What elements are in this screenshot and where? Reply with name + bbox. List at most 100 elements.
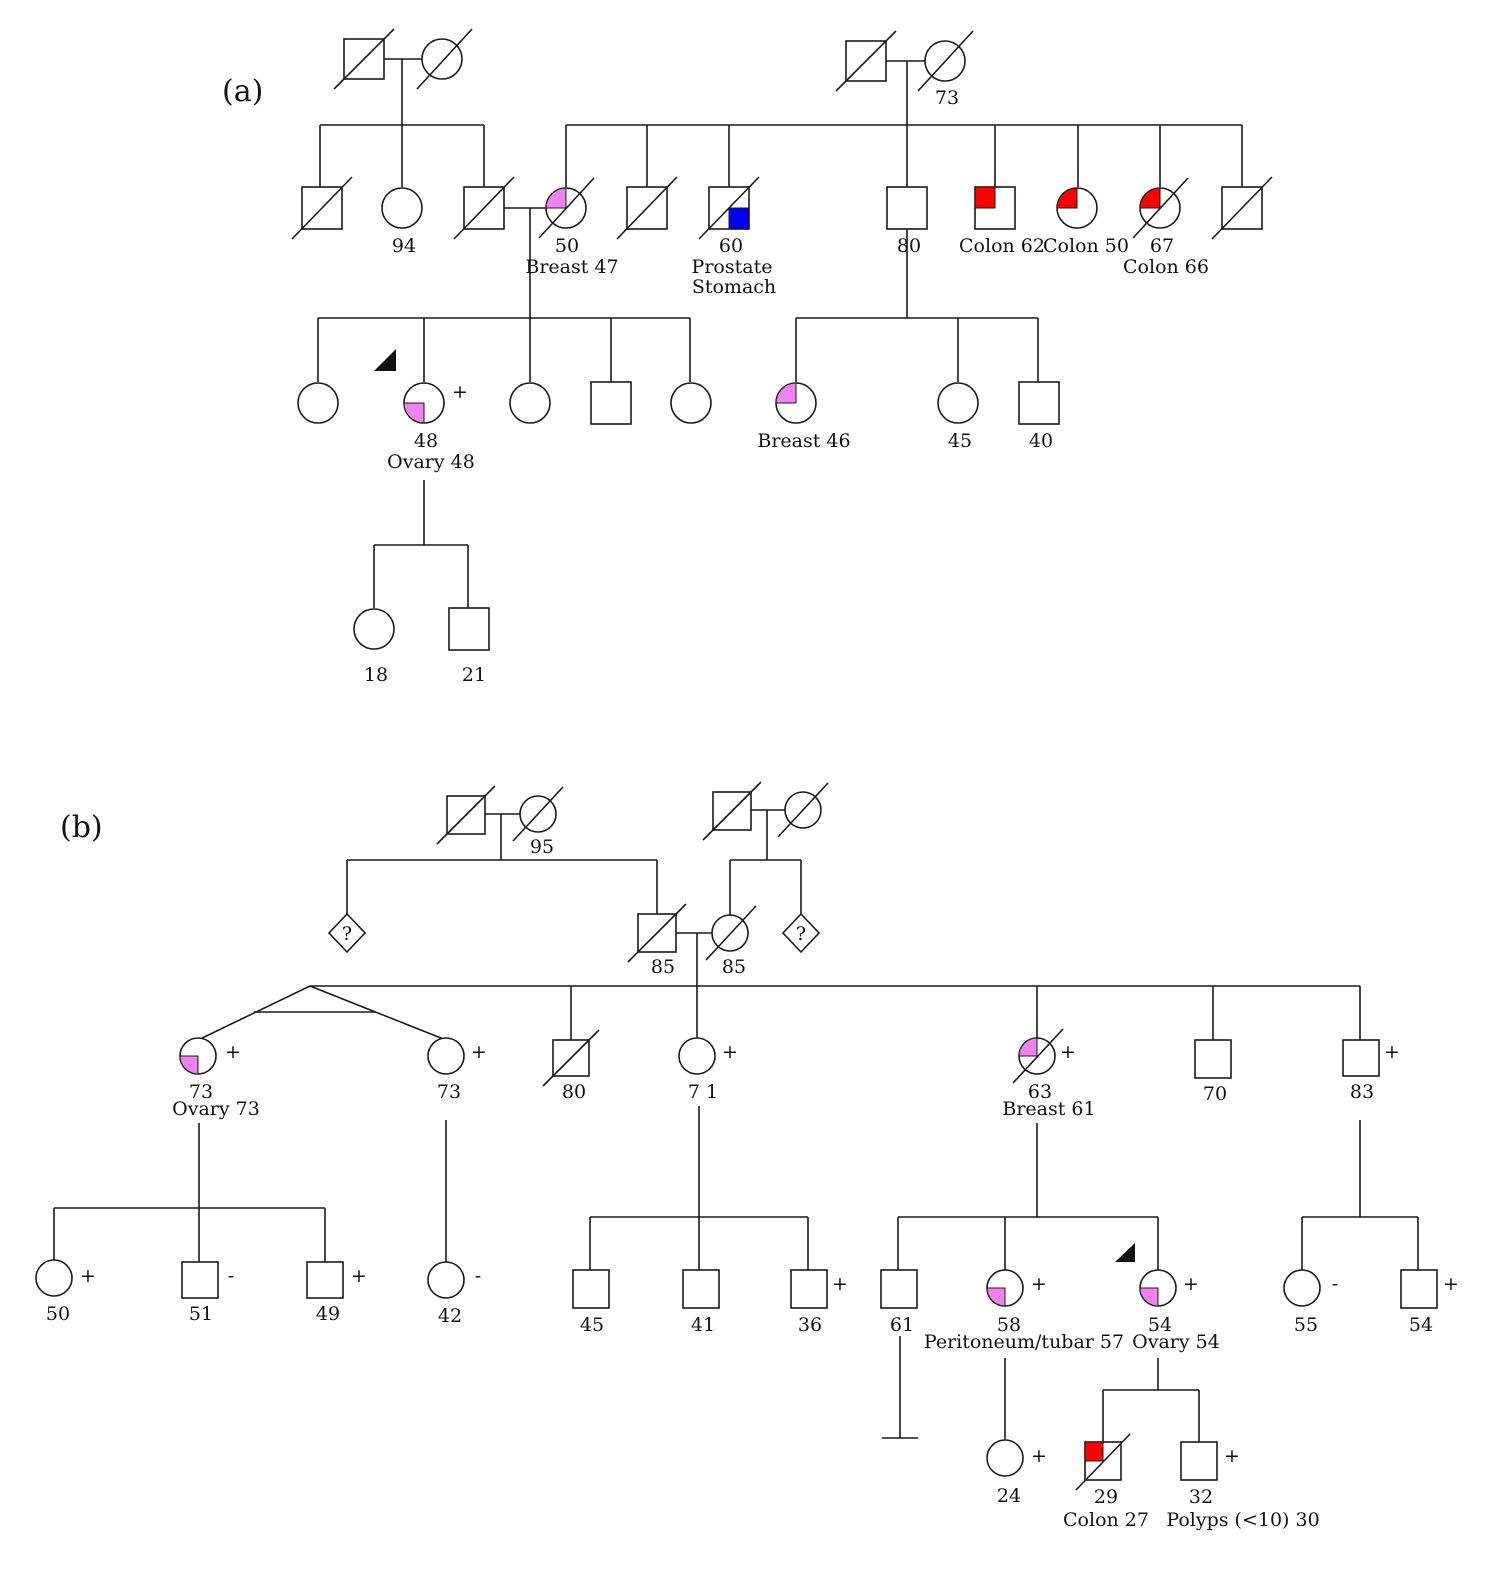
carrier-status: +	[1031, 1273, 1047, 1295]
female-symbol	[1283, 1269, 1321, 1307]
female-symbol	[678, 1037, 716, 1075]
carrier-status: +	[351, 1265, 367, 1287]
unknown-mark: ?	[796, 923, 806, 945]
peritoneal-cancer-quadrant	[986, 1287, 1006, 1307]
female-symbol	[986, 1439, 1024, 1477]
age-label: 61	[890, 1314, 914, 1336]
proband-arrow-icon	[1115, 1243, 1135, 1262]
carrier-status: +	[832, 1273, 848, 1295]
age-label: 80	[562, 1081, 586, 1103]
breast-cancer-quadrant	[545, 187, 567, 209]
ovary-cancer-quadrant	[179, 1055, 199, 1075]
diagnosis-label: Colon 50	[1043, 235, 1129, 257]
panel-b-label: (b)	[60, 810, 103, 845]
proband-arrow-icon	[374, 349, 396, 371]
diagnosis-label: Ovary 48	[387, 451, 475, 473]
age-label: 54	[1148, 1314, 1172, 1336]
b-affected-female-peritoneum: + 58 Peritoneum/tubar 57	[924, 1269, 1124, 1353]
a-gen1-left-couple	[333, 28, 473, 125]
panel-a: (a) 73	[222, 28, 1273, 686]
age-label: 21	[462, 664, 486, 686]
deceased-female-symbol	[421, 38, 463, 80]
a-affected-male-colon: Colon 62	[959, 186, 1045, 257]
male-symbol	[181, 1261, 219, 1299]
a-affected-female-colon-deceased: 67 Colon 66	[1123, 177, 1209, 278]
female-symbol	[509, 382, 551, 424]
age-label: 41	[691, 1314, 715, 1336]
age-label: 58	[997, 1314, 1021, 1336]
male-symbol	[682, 1269, 720, 1309]
panel-a-label: (a)	[222, 74, 263, 109]
carrier-status: +	[1183, 1273, 1199, 1295]
age-label: 73	[437, 1081, 461, 1103]
diagnosis-label: Polyps (<10) 30	[1166, 1509, 1319, 1531]
breast-cancer-quadrant	[775, 382, 797, 404]
age-label: 7 1	[688, 1081, 718, 1103]
age-label: 32	[1189, 1486, 1213, 1508]
age-label: 95	[530, 836, 554, 858]
male-symbol	[572, 1269, 610, 1309]
age-label: 63	[1028, 1081, 1052, 1103]
age-label: 18	[364, 664, 388, 686]
a-proband: + 48 Ovary 48	[374, 349, 475, 473]
prostate-cancer-quadrant	[728, 207, 750, 230]
carrier-status: +	[1060, 1041, 1076, 1063]
carrier-status: -	[475, 1265, 481, 1287]
age-label: 55	[1294, 1314, 1318, 1336]
a-affected-male-prostate: 60 Prostate Stomach	[692, 176, 776, 298]
carrier-status: -	[1332, 1273, 1338, 1295]
female-symbol	[670, 382, 712, 424]
b-affected-female-breast: + 63 Breast 61	[1002, 1028, 1096, 1120]
a-affected-female-breast-46: Breast 46	[757, 382, 851, 452]
age-label: 42	[438, 1305, 462, 1327]
age-label: 73	[935, 87, 959, 109]
b-twin-ovary: + 73 Ovary 73	[172, 1037, 260, 1120]
ovary-cancer-quadrant	[403, 402, 425, 424]
male-symbol	[1018, 381, 1060, 425]
carrier-status: +	[1384, 1041, 1400, 1063]
age-label: 24	[997, 1485, 1021, 1507]
ovary-cancer-quadrant	[1139, 1287, 1159, 1307]
age-label: 40	[1029, 430, 1053, 452]
carrier-status: +	[452, 381, 468, 403]
colon-cancer-quadrant	[1084, 1441, 1104, 1462]
male-symbol	[1342, 1039, 1380, 1077]
colon-cancer-quadrant	[974, 186, 996, 209]
female-symbol	[427, 1261, 465, 1299]
male-symbol	[306, 1261, 344, 1299]
carrier-status: +	[722, 1041, 738, 1063]
female-symbol	[381, 187, 423, 229]
diagnosis-label: Prostate	[692, 256, 773, 278]
age-label: 67	[1150, 235, 1174, 257]
male-symbol	[590, 381, 632, 425]
carrier-status: +	[225, 1041, 241, 1063]
age-label: 70	[1203, 1083, 1227, 1105]
age-label: 83	[1350, 1081, 1374, 1103]
diagnosis-label: Colon 27	[1063, 1509, 1149, 1531]
diagnosis-label: Breast 47	[525, 256, 618, 278]
unknown-mark: ?	[342, 923, 352, 945]
carrier-status: +	[80, 1265, 96, 1287]
diagnosis-label: Ovary 73	[172, 1098, 260, 1120]
carrier-status: +	[1031, 1445, 1047, 1467]
age-label: 85	[651, 956, 675, 978]
age-label: 29	[1094, 1486, 1118, 1508]
age-label: 45	[580, 1314, 604, 1336]
age-label: 94	[392, 235, 416, 257]
age-label: 80	[897, 235, 921, 257]
female-symbol	[353, 608, 395, 650]
age-label: 36	[798, 1314, 822, 1336]
carrier-status: -	[228, 1265, 234, 1287]
male-symbol	[1180, 1441, 1218, 1481]
age-label: 60	[719, 235, 743, 257]
male-symbol	[886, 186, 928, 230]
age-label: 49	[316, 1303, 340, 1325]
male-symbol	[448, 607, 490, 651]
male-symbol	[1194, 1039, 1232, 1079]
diagnosis-label: Breast 46	[757, 430, 850, 452]
age-label: 48	[414, 430, 438, 452]
unknown-individual: ?	[781, 912, 821, 954]
age-label: 73	[189, 1081, 213, 1103]
colon-cancer-quadrant	[1139, 187, 1161, 209]
age-label: 85	[722, 956, 746, 978]
